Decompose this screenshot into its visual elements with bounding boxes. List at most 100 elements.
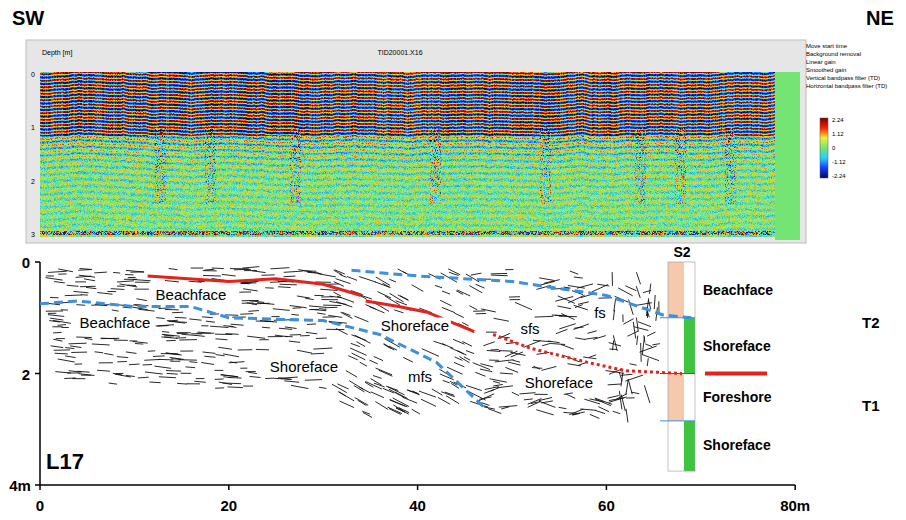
scale-value: -1.12	[832, 159, 846, 165]
reflector-stroke	[322, 299, 339, 300]
surface-label: mfs	[406, 369, 434, 384]
reflector-stroke	[509, 296, 520, 297]
reflector-stroke	[555, 315, 563, 317]
reflector-stroke	[351, 335, 366, 341]
reflector-stroke	[559, 324, 575, 329]
reflector-stroke	[54, 282, 65, 283]
reflector-stroke	[567, 364, 580, 366]
reflector-stroke	[574, 327, 583, 328]
reflector-stroke	[613, 335, 617, 351]
reflector-stroke	[359, 277, 376, 283]
log-facies: Foreshore	[703, 390, 771, 404]
reflector-stroke	[432, 389, 443, 395]
reflector-stroke	[565, 356, 580, 362]
reflector-stroke	[382, 283, 390, 288]
reflector-stroke	[318, 274, 336, 277]
reflector-stroke	[542, 366, 557, 370]
reflector-stroke	[61, 309, 68, 310]
reflector-stroke	[595, 399, 611, 406]
reflector-stroke	[459, 357, 469, 363]
reflector-stroke	[48, 315, 64, 317]
reflector-stroke	[379, 370, 393, 376]
reflector-stroke	[130, 271, 144, 272]
reflector-stroke	[389, 346, 397, 350]
terrace-boundary	[705, 372, 767, 376]
reflector-stroke	[570, 271, 578, 274]
reflector-stroke	[280, 284, 297, 286]
reflector-stroke	[169, 321, 187, 323]
reflector-stroke	[589, 355, 596, 358]
reflector-stroke	[323, 305, 341, 306]
reflector-stroke	[113, 272, 120, 274]
reflector-stroke	[243, 386, 253, 387]
reflector-stroke	[113, 373, 122, 375]
reflector-stroke	[124, 279, 137, 280]
reflector-stroke	[332, 384, 347, 393]
x-tick	[794, 485, 796, 490]
reflector-stroke	[278, 378, 292, 380]
reflector-stroke	[348, 356, 358, 360]
reflector-stroke	[627, 331, 638, 336]
log-facies: Beachface	[703, 283, 773, 297]
reflector-stroke	[65, 356, 75, 358]
reflector-stroke	[484, 407, 495, 409]
reflector-stroke	[613, 411, 621, 413]
reflector-stroke	[247, 303, 257, 305]
reflector-stroke	[360, 362, 367, 366]
reflector-stroke	[220, 375, 238, 377]
reflector-stroke	[512, 392, 519, 395]
reflector-stroke	[210, 326, 228, 327]
reflector-stroke	[358, 400, 367, 405]
reflector-stroke	[446, 396, 459, 404]
reflector-stroke	[326, 329, 344, 330]
reflector-stroke	[476, 284, 485, 288]
scale-value: 1.12	[832, 131, 844, 137]
reflector-stroke	[621, 374, 632, 376]
reflector-stroke	[587, 331, 596, 334]
reflector-stroke	[634, 327, 649, 331]
reflector-stroke	[222, 274, 236, 276]
reflector-stroke	[279, 328, 292, 329]
reflector-stroke	[297, 296, 310, 298]
facies-label: Beachface	[154, 287, 229, 302]
reflector-stroke	[170, 357, 184, 359]
reflector-stroke	[54, 349, 70, 350]
y-tick	[35, 261, 40, 263]
reflector-stroke	[46, 310, 63, 311]
reflector-stroke	[126, 375, 135, 376]
reflector-stroke	[165, 309, 179, 310]
reflector-stroke	[138, 377, 149, 379]
scale-value: 2.24	[832, 117, 844, 123]
reflector-stroke	[654, 295, 656, 309]
reflector-stroke	[256, 321, 270, 322]
reflector-stroke	[491, 273, 507, 274]
reflector-stroke	[300, 335, 309, 336]
reflector-stroke	[240, 368, 247, 369]
reflector-stroke	[203, 352, 216, 353]
reflector-stroke	[158, 359, 173, 361]
reflector-stroke	[179, 339, 197, 340]
radargram	[40, 72, 775, 237]
reflector-stroke	[168, 320, 178, 322]
reflector-stroke	[486, 332, 497, 333]
reflector-stroke	[629, 380, 633, 394]
sfs-surface	[493, 334, 682, 373]
reflector-stroke	[50, 318, 63, 320]
reflector-stroke	[92, 344, 110, 345]
reflector-stroke	[180, 351, 193, 352]
reflector-stroke	[293, 307, 302, 308]
reflector-stroke	[339, 392, 354, 401]
reflector-stroke	[291, 385, 308, 388]
reflector-stroke	[79, 374, 95, 376]
reflector-stroke	[625, 286, 636, 291]
reflector-stroke	[636, 286, 640, 298]
reflector-stroke	[270, 281, 287, 282]
reflector-stroke	[595, 398, 613, 404]
reflector-stroke	[578, 363, 586, 366]
reflector-stroke	[558, 296, 575, 303]
reflector-stroke	[265, 378, 274, 379]
reflector-stroke	[306, 332, 317, 333]
reflector-stroke	[497, 386, 513, 388]
reflector-stroke	[334, 270, 343, 275]
reflector-stroke	[506, 343, 516, 344]
